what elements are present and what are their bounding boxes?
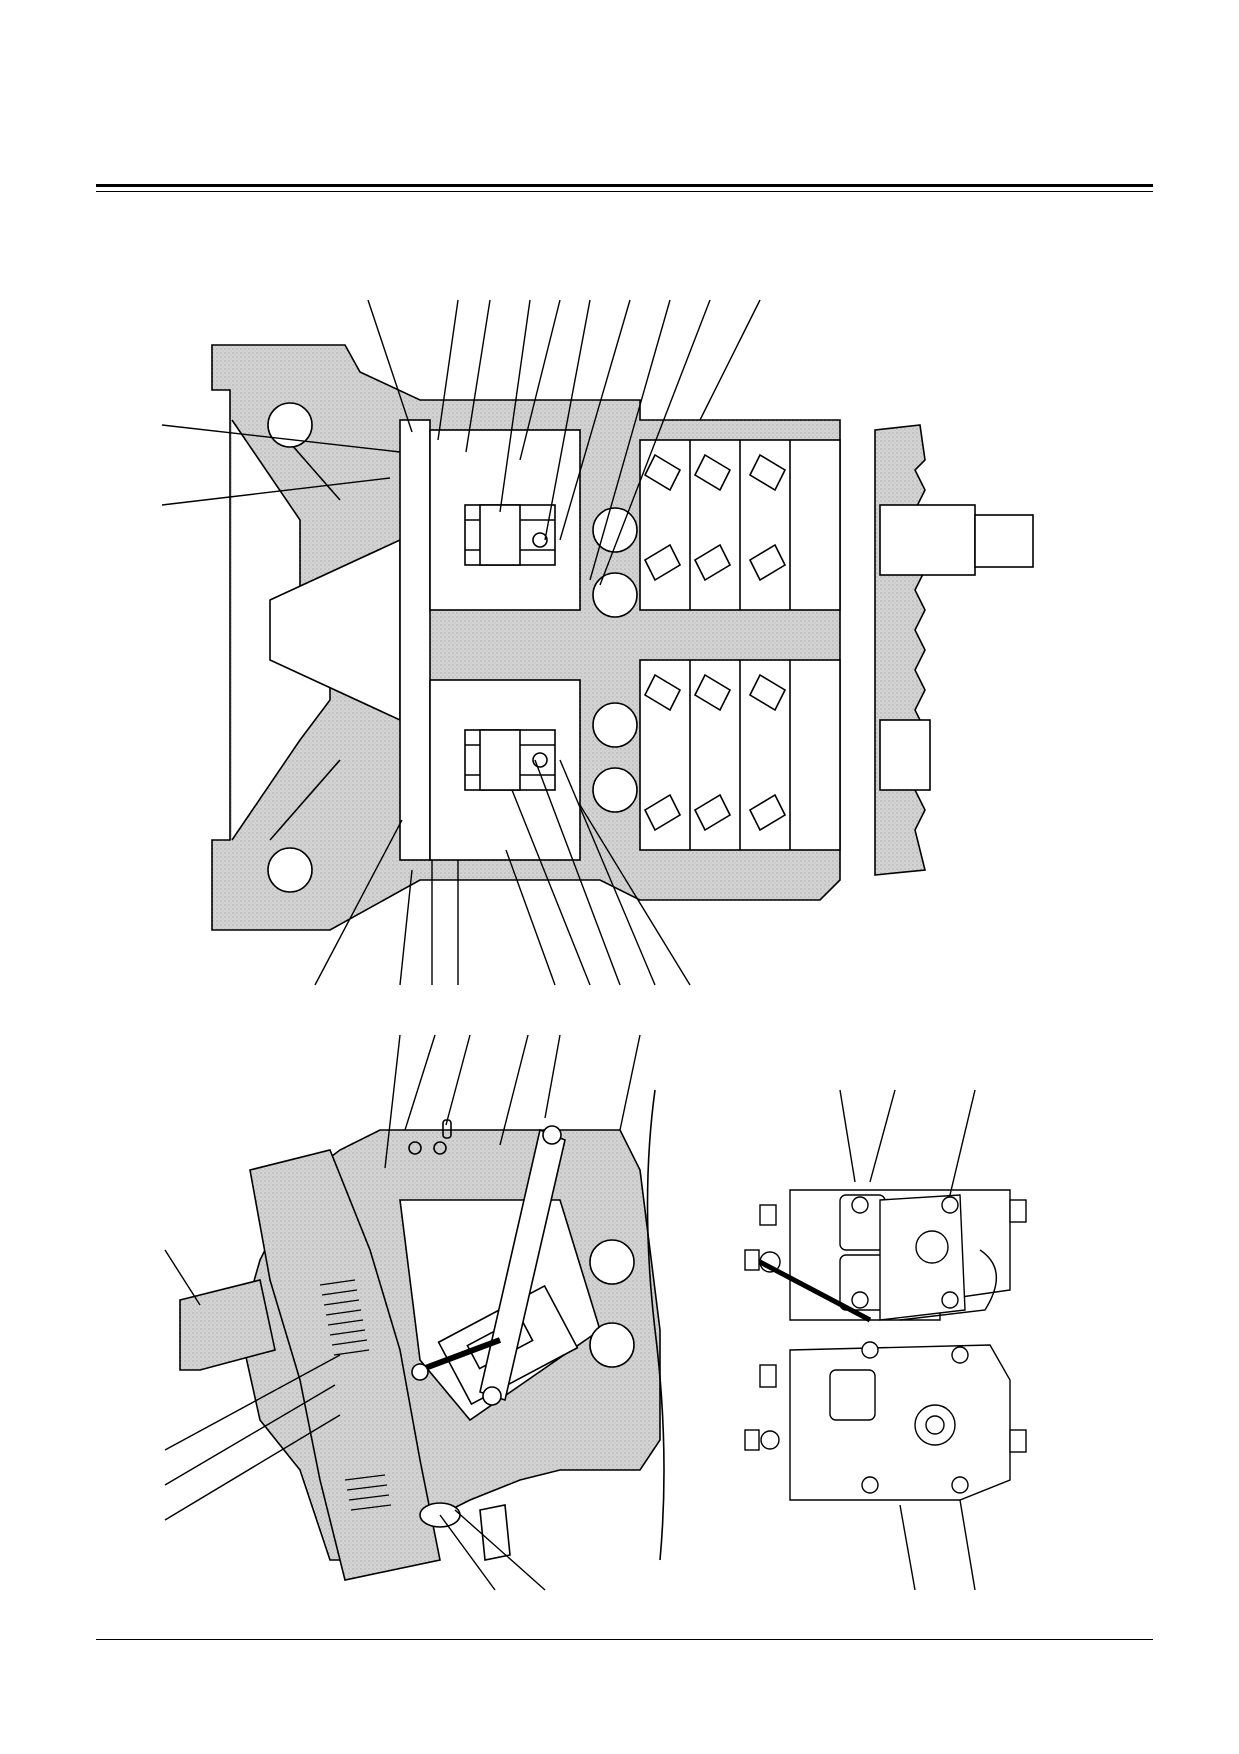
callout-leaders-swash — [164, 1034, 641, 1591]
motor-cross-section — [161, 299, 1034, 986]
control-valve-bottom — [744, 1341, 1027, 1591]
footer-rule — [96, 1639, 1153, 1640]
callout-leaders-valve-bottom — [899, 1499, 976, 1591]
header-rule-thin — [96, 191, 1153, 192]
header-rule — [96, 184, 1153, 187]
control-valve-top — [744, 1089, 1027, 1323]
callout-leaders-valve-top — [839, 1089, 976, 1196]
callout-leaders-top — [161, 299, 761, 586]
callout-leaders-bottom — [314, 759, 691, 986]
swash-side-section — [164, 1034, 665, 1591]
